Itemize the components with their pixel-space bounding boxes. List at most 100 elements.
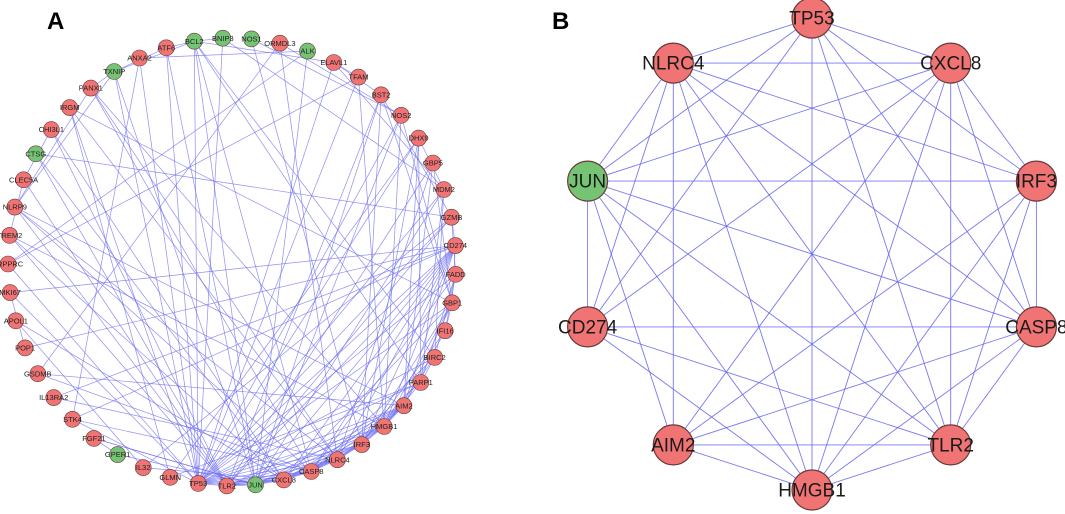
a-edge-jun-bcl2 <box>193 41 256 485</box>
a-edge-tp53-cd274 <box>197 245 456 484</box>
a-node-dhx9: DHX9 <box>409 129 429 147</box>
a-node-label: ANXA2 <box>127 54 152 63</box>
a-edge-tp53-stk4 <box>72 418 199 484</box>
a-edge-anxa2-alk <box>139 50 308 59</box>
a-node-tlr2: TLR2 <box>218 477 236 495</box>
b-node-aim2: AIM2 <box>651 424 695 466</box>
a-edge-tp53-tfam <box>197 76 359 484</box>
a-node-label: ELAVL1 <box>320 58 347 67</box>
a-edge-tlr2-ctsg <box>35 153 228 487</box>
a-node-fadd: FADD <box>446 265 466 283</box>
a-edge-jun-txnip <box>113 71 256 485</box>
a-node-label: TFAM <box>349 73 369 82</box>
a-node-parp1: PARP1 <box>409 374 433 391</box>
a-node-circle <box>447 237 464 254</box>
a-edge-casp8-fadd <box>311 274 456 472</box>
a-edge-bcl2-txnip <box>114 40 195 72</box>
a-edge-gsdmb-ormdl3 <box>37 42 281 374</box>
a-node-cd274: CD274 <box>444 237 467 254</box>
a-edge-cd274-pop1 <box>25 245 456 349</box>
a-edge-aim2-nlrc4 <box>337 405 405 460</box>
a-edge-cxcl8-cd274 <box>283 245 456 481</box>
a-node-label: HMGB1 <box>371 422 398 431</box>
a-edge-tfam-hmgb1 <box>358 77 385 427</box>
a-node-label: GBP1 <box>442 298 462 307</box>
a-node-anxa2: ANXA2 <box>127 49 152 67</box>
b-node-cd274: CD274 <box>558 306 618 348</box>
a-node-circle <box>1 227 18 244</box>
a-edge-tp53-irf3 <box>198 444 362 484</box>
a-edge-nlrc4-cd274 <box>337 245 456 460</box>
a-node-label: NOS2 <box>391 111 411 120</box>
a-edge-nos2-nos1 <box>251 38 402 116</box>
b-node-circle <box>1015 306 1058 348</box>
a-node-circle <box>134 459 152 476</box>
b-edge-cxcl8-casp8 <box>950 62 1037 328</box>
a-node-circle <box>443 294 461 312</box>
a-node-circle <box>131 49 148 67</box>
b-node-label: JUN <box>569 172 606 193</box>
b-node-label: IRF3 <box>1016 172 1057 193</box>
b-edge-cd274-nlrc4 <box>587 62 674 328</box>
a-node-ctsg: CTSG <box>25 145 46 163</box>
a-edge-jun-alk <box>255 51 308 485</box>
a-node-circle <box>426 349 444 366</box>
a-node-cxcl8: CXCL8 <box>272 471 296 489</box>
a-edge-jun-atf6 <box>165 47 256 485</box>
a-node-casp8: CASP8 <box>299 463 324 480</box>
a-node-label: GPER1 <box>105 450 130 459</box>
a-edge-anxa2-stk4 <box>72 57 140 420</box>
a-edge-tlr2-trem2 <box>9 235 228 487</box>
a-edge-tp53-mki67 <box>9 292 199 484</box>
a-edge-tlr2-chi3l1 <box>50 129 228 487</box>
a-edge-tp53-nos2 <box>197 115 402 484</box>
a-edge-tp53-mdm2 <box>197 189 445 484</box>
b-edge-casp8-aim2 <box>673 326 1037 446</box>
a-node-nos1: NOS1 <box>241 30 262 48</box>
a-node-label: PANX1 <box>79 84 103 93</box>
a-node-circle <box>372 86 390 104</box>
a-edge-tlr2-cd274 <box>226 245 456 487</box>
a-node-circle <box>109 446 126 463</box>
a-edge-tp53-dhx9 <box>197 137 419 484</box>
a-node-circle <box>27 145 45 163</box>
a-edge-aim2-gsdmb <box>37 373 404 407</box>
a-node-label: JUN <box>248 480 263 489</box>
a-edge-cxcl8-ctsg <box>35 153 285 481</box>
a-edge-nlrp9-panx1 <box>14 87 92 208</box>
a-node-label: IL32 <box>136 463 151 472</box>
a-node-label: BST2 <box>372 90 391 99</box>
a-node-il32: IL32 <box>134 459 152 476</box>
b-node-cxcl8: CXCL8 <box>920 42 981 84</box>
a-edge-casp8-parp1 <box>311 382 422 472</box>
panel-b-nodes: TP53CXCL8IRF3CASP8TLR2HMGB1AIM2CD274JUNN… <box>558 0 1065 511</box>
a-node-label: POP1 <box>15 344 35 353</box>
a-edge-nlrc4-nlrp9 <box>14 206 338 460</box>
a-node-label: TREM2 <box>0 231 22 240</box>
a-edge-parp1-bcl2 <box>194 41 422 383</box>
a-edge-tp53-lrpprc <box>7 263 199 484</box>
a-node-label: CLEC5A <box>9 175 38 184</box>
b-node-nlrc4: NLRC4 <box>642 42 705 84</box>
a-node-label: BIRC2 <box>424 353 446 362</box>
a-node-circle <box>214 29 232 47</box>
a-node-circle <box>329 451 346 469</box>
b-edge-hmgb1-nlrc4 <box>672 62 813 491</box>
a-node-label: NOS1 <box>241 35 261 44</box>
a-edge-jun-aim2 <box>255 405 405 486</box>
a-edge-birc2-mdm2 <box>434 189 445 358</box>
a-edge-cxcl8-il32 <box>143 467 284 481</box>
a-node-label: CTSG <box>25 149 46 158</box>
b-edge-irf3-hmgb1 <box>811 180 1037 491</box>
a-node-label: CXCL8 <box>272 476 296 485</box>
a-edge-irf3-dhx9 <box>361 138 419 445</box>
b-node-label: CD274 <box>558 317 618 338</box>
a-edge-cxcl8-gbp1 <box>283 302 453 481</box>
a-node-circle <box>82 79 100 97</box>
a-edge-tlr2-hmgb1 <box>226 426 385 487</box>
a-node-circle <box>1 284 19 301</box>
b-edge-hmgb1-jun <box>587 180 813 491</box>
a-node-ormdl3: ORMDL3 <box>264 34 296 52</box>
a-edge-tlr2-bst2 <box>226 94 382 487</box>
a-edge-tp53-hmgb1 <box>198 426 385 484</box>
